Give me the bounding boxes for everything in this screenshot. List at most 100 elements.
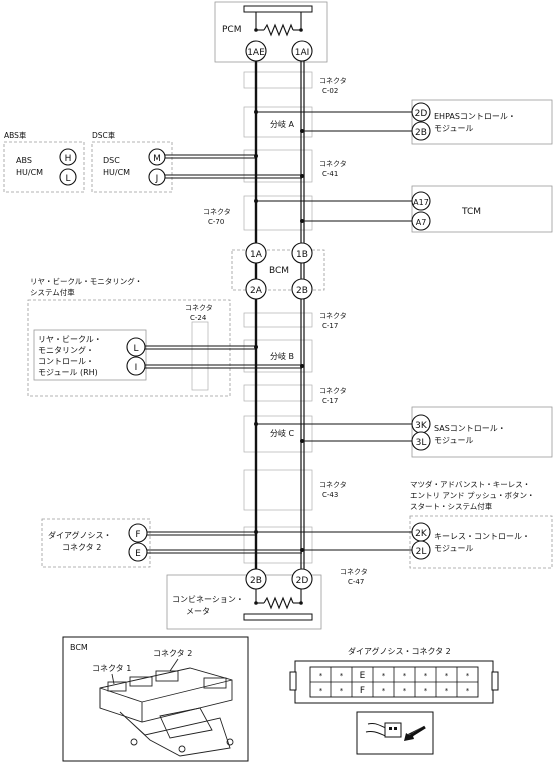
diag-box (41, 518, 151, 568)
svg-text:2L: 2L (416, 547, 427, 557)
svg-text:C-70: C-70 (208, 218, 224, 226)
svg-text:C-17: C-17 (322, 322, 338, 330)
dsc-note: DSC車 (92, 130, 116, 140)
diag-pin-cell: * (382, 687, 386, 695)
svg-text:2D: 2D (296, 576, 309, 586)
diag-pin-cell: * (424, 687, 428, 695)
svg-text:モジュール (RH): モジュール (RH) (38, 368, 98, 377)
diag-connector-drawing (289, 660, 499, 704)
svg-text:コネクタ: コネクタ (319, 480, 347, 489)
bcm-inset-title: BCM (70, 643, 88, 652)
svg-text:コネクタ: コネクタ (185, 303, 213, 312)
branch-a-label: 分岐 A (270, 119, 295, 129)
diag-pin-cell: * (319, 672, 323, 680)
svg-text:ABS: ABS (16, 156, 32, 165)
dsc-box (91, 141, 173, 193)
pin-rvm-l (126, 337, 146, 357)
meter-resistor (263, 596, 294, 610)
diag-pin-cell: F (360, 686, 365, 696)
rvm-outer-box (27, 299, 231, 397)
svg-text:2B: 2B (250, 576, 262, 586)
svg-text:モニタリング・: モニタリング・ (38, 345, 94, 355)
svg-text:1A: 1A (250, 250, 263, 260)
svg-text:コネクタ: コネクタ (340, 567, 368, 576)
pin-dsc-j (148, 168, 166, 186)
svg-text:エントリ アンド プッシュ・ボタン・: エントリ アンド プッシュ・ボタン・ (410, 491, 534, 500)
pin-abs-l (59, 168, 77, 186)
pin-diag-e (128, 542, 148, 562)
svg-text:L: L (65, 174, 70, 184)
pin-diag-f (128, 523, 148, 543)
pin-bcm-2b (291, 278, 313, 300)
diag-pin-cell: * (340, 687, 344, 695)
svg-text:コネクタ: コネクタ (319, 311, 347, 320)
ehpas-label-2: モジュール (434, 124, 473, 133)
diag-pin-cell: * (319, 687, 323, 695)
svg-text:L: L (133, 344, 138, 354)
svg-text:C-02: C-02 (322, 87, 338, 95)
pcm-resistor-bar (243, 5, 313, 13)
svg-text:SASコントロール・: SASコントロール・ (434, 424, 506, 433)
abs-note: ABS車 (4, 130, 27, 140)
pcm-label: PCM (222, 25, 241, 35)
svg-text:コントロール・: コントロール・ (38, 357, 94, 366)
svg-text:A17: A17 (413, 198, 429, 207)
svg-text:コネクタ: コネクタ (319, 386, 347, 395)
svg-text:1AE: 1AE (247, 48, 265, 58)
svg-text:コネクタ: コネクタ (319, 76, 347, 85)
svg-text:ダイアグノシス・: ダイアグノシス・ (48, 530, 111, 540)
bcm-inset-c2: コネクタ 2 (153, 649, 192, 658)
svg-text:C-41: C-41 (322, 170, 338, 178)
diag-pin-cell: * (340, 672, 344, 680)
pin-keyless-2l (411, 540, 431, 560)
svg-text:C-47: C-47 (348, 578, 364, 586)
pin-bcm-1a (245, 242, 267, 264)
connector-c17-upper (243, 312, 313, 328)
pin-ehpas-2b (411, 121, 431, 141)
branch-c-label: 分岐 C (270, 428, 295, 438)
pin-dsc-m (148, 148, 166, 166)
diag-inset-title: ダイアグノシス・コネクタ 2 (348, 646, 451, 656)
meter-resistor-bar (243, 613, 313, 621)
svg-text:モジュール: モジュール (434, 436, 473, 445)
pin-pcm-1ae (245, 40, 267, 62)
rvm-note-2: システム付車 (30, 287, 75, 297)
svg-text:3K: 3K (415, 421, 428, 431)
svg-text:3L: 3L (416, 438, 427, 448)
sas-box (411, 406, 553, 458)
svg-text:モジュール: モジュール (434, 544, 473, 553)
svg-text:コンビネーション・: コンビネーション・ (172, 595, 244, 604)
rvm-note-1: リヤ・ビークル・モニタリング・ (30, 276, 142, 286)
pin-sas-3l (411, 431, 431, 451)
pin-rvm-i (126, 356, 146, 376)
bcm-unit-drawing (99, 658, 234, 757)
svg-text:C-43: C-43 (322, 491, 338, 499)
connector-c43 (243, 469, 313, 511)
svg-text:2A: 2A (250, 286, 263, 296)
ehpas-box (411, 99, 553, 145)
svg-text:スタート・システム付車: スタート・システム付車 (410, 501, 493, 511)
diag-pin-cell: * (445, 672, 449, 680)
diag-pin-grid: **E*******F***** (319, 671, 470, 696)
bcm-box (231, 249, 325, 291)
svg-text:2B: 2B (415, 128, 427, 138)
svg-text:A7: A7 (416, 218, 427, 227)
svg-text:マツダ・アドバンスト・キーレス・: マツダ・アドバンスト・キーレス・ (410, 479, 530, 489)
tcm-label: TCM (461, 207, 481, 217)
ehpas-label-1: EHPASコントロール・ (434, 112, 516, 121)
diag-pin-cell: * (466, 687, 470, 695)
pin-tcm-a17 (411, 191, 431, 211)
svg-text:リヤ・ビークル・: リヤ・ビークル・ (38, 335, 102, 344)
svg-text:I: I (135, 363, 138, 373)
bcm-label: BCM (269, 266, 289, 276)
pin-pcm-1ai (291, 40, 313, 62)
abs-box (3, 141, 85, 193)
svg-text:J: J (155, 174, 159, 184)
diag-pin-cell: * (403, 687, 407, 695)
keyless-box (409, 515, 553, 569)
svg-text:HU/CM: HU/CM (16, 168, 43, 177)
svg-text:コネクタ: コネクタ (319, 159, 347, 168)
tcm-box (411, 185, 553, 233)
svg-text:C-17: C-17 (322, 397, 338, 405)
